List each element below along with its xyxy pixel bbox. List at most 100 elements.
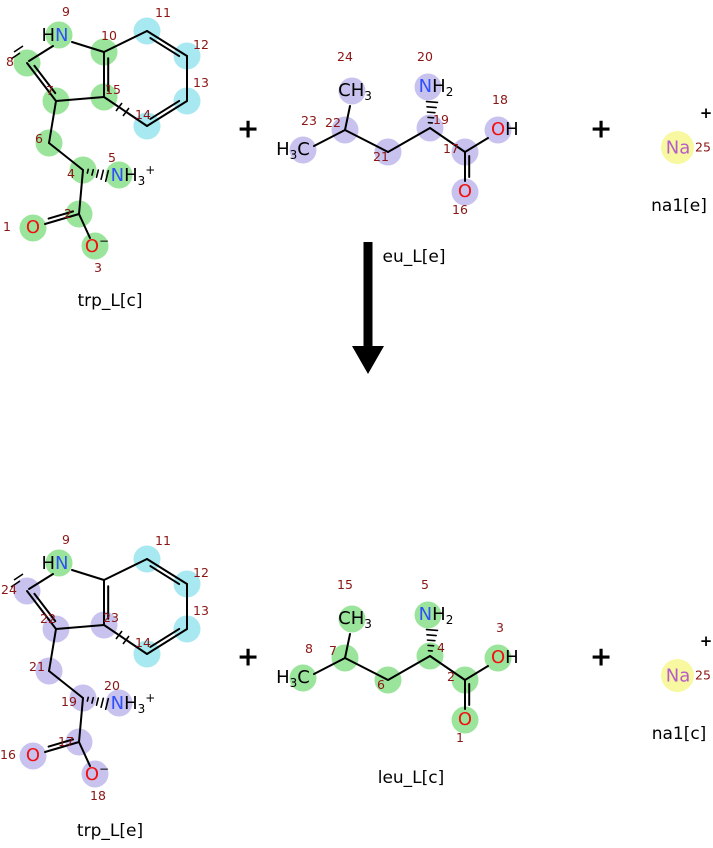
atom-number: 14 <box>135 107 151 122</box>
atom-highlight <box>81 232 109 260</box>
atom-highlight <box>414 601 442 629</box>
atom-label: HN <box>41 553 68 574</box>
atom-number: 19 <box>433 112 449 127</box>
stereo-mark <box>13 573 24 581</box>
atom-number: 16 <box>452 202 468 217</box>
atom-number-25: 25 <box>695 667 711 683</box>
atom-number: 23 <box>301 113 317 128</box>
atom-number: 18 <box>90 788 106 803</box>
reaction-arrow <box>352 242 384 374</box>
bond <box>44 210 80 225</box>
atom-highlight <box>451 706 479 734</box>
atom-label: CH3 <box>338 608 372 631</box>
atom-label: O− <box>85 234 109 257</box>
atom-label: NH3+ <box>111 691 156 716</box>
bond <box>387 127 431 153</box>
atom-number: 18 <box>492 92 508 107</box>
atom-number: 14 <box>135 635 151 650</box>
atom-number: 11 <box>155 5 171 20</box>
bond <box>429 127 466 153</box>
molecule-label-na1-c: na1[c] <box>651 724 707 744</box>
bond <box>48 670 84 699</box>
plus-sign-products-1: + <box>236 641 260 673</box>
bond <box>425 100 439 124</box>
atom-number: 15 <box>337 577 353 592</box>
atom-number: 4 <box>67 166 75 181</box>
bond <box>344 105 351 131</box>
atom-number: 7 <box>46 83 54 98</box>
atom-number: 11 <box>155 533 171 548</box>
stereo-mark <box>122 107 130 117</box>
atom-number: 20 <box>417 49 433 64</box>
bond <box>146 558 188 586</box>
atom-number: 2 <box>447 669 455 684</box>
stereo-mark <box>10 580 21 588</box>
atom-number: 24 <box>337 49 353 64</box>
atom-label: OH <box>491 647 519 668</box>
atom-number: 5 <box>108 150 116 165</box>
sodium-charge: + <box>699 632 713 650</box>
atom-label: OH <box>491 119 519 140</box>
atom-highlight <box>338 605 366 633</box>
atom-highlight <box>105 161 133 189</box>
atom-number: 8 <box>305 641 313 656</box>
atom-number: 1 <box>3 219 11 234</box>
bond <box>48 628 57 672</box>
bond <box>71 569 105 581</box>
sodium-highlight <box>661 659 694 692</box>
bond <box>103 51 110 98</box>
molecule-label-trp-L-e: trp_L[e] <box>76 821 144 841</box>
bond <box>464 137 489 153</box>
atom-number: 16 <box>0 747 16 762</box>
bond <box>78 741 91 767</box>
atom-number: 6 <box>377 677 385 692</box>
molecule-label-trp-L-c: trp_L[c] <box>77 291 143 311</box>
atom-highlight <box>289 664 317 692</box>
atom-number: 1 <box>456 730 464 745</box>
bond <box>313 129 346 147</box>
plus-sign-reactants-2: + <box>589 113 613 145</box>
bond <box>78 697 84 743</box>
bond <box>48 100 57 144</box>
sodium-highlight <box>661 131 694 164</box>
bond <box>425 628 439 652</box>
stereo-mark <box>115 630 123 640</box>
atom-highlight <box>19 214 47 242</box>
atom-highlight <box>45 549 73 577</box>
bond <box>26 590 57 630</box>
bond <box>344 633 351 659</box>
atom-highlight <box>451 178 479 206</box>
bond <box>464 665 489 681</box>
atom-label: O <box>26 745 40 766</box>
atom-highlight <box>81 760 109 788</box>
atom-number: 2 <box>64 206 72 221</box>
sodium-charge: + <box>699 104 713 122</box>
stereo-mark <box>10 52 21 60</box>
atom-number: 3 <box>94 260 102 275</box>
atom-number: 8 <box>6 54 14 69</box>
atom-number: 13 <box>193 603 209 618</box>
bond <box>103 558 148 581</box>
atom-number: 22 <box>325 115 341 130</box>
atom-number-25: 25 <box>695 139 711 155</box>
atom-label: NH2 <box>419 76 454 99</box>
stereo-mark <box>13 45 24 53</box>
atom-number: 19 <box>61 694 77 709</box>
atom-highlight <box>105 689 133 717</box>
sodium-symbol: Na <box>665 137 691 159</box>
bond <box>344 129 389 153</box>
stereo-mark <box>122 635 130 645</box>
bond <box>146 627 188 655</box>
bond <box>464 679 471 710</box>
bond <box>103 30 148 53</box>
plus-sign-products-2: + <box>589 641 613 673</box>
atom-number: 12 <box>193 37 209 52</box>
bond <box>28 573 54 590</box>
molecule-label-na1-e: na1[e] <box>651 196 707 216</box>
bond <box>429 655 466 681</box>
atom-label: O <box>458 181 472 202</box>
